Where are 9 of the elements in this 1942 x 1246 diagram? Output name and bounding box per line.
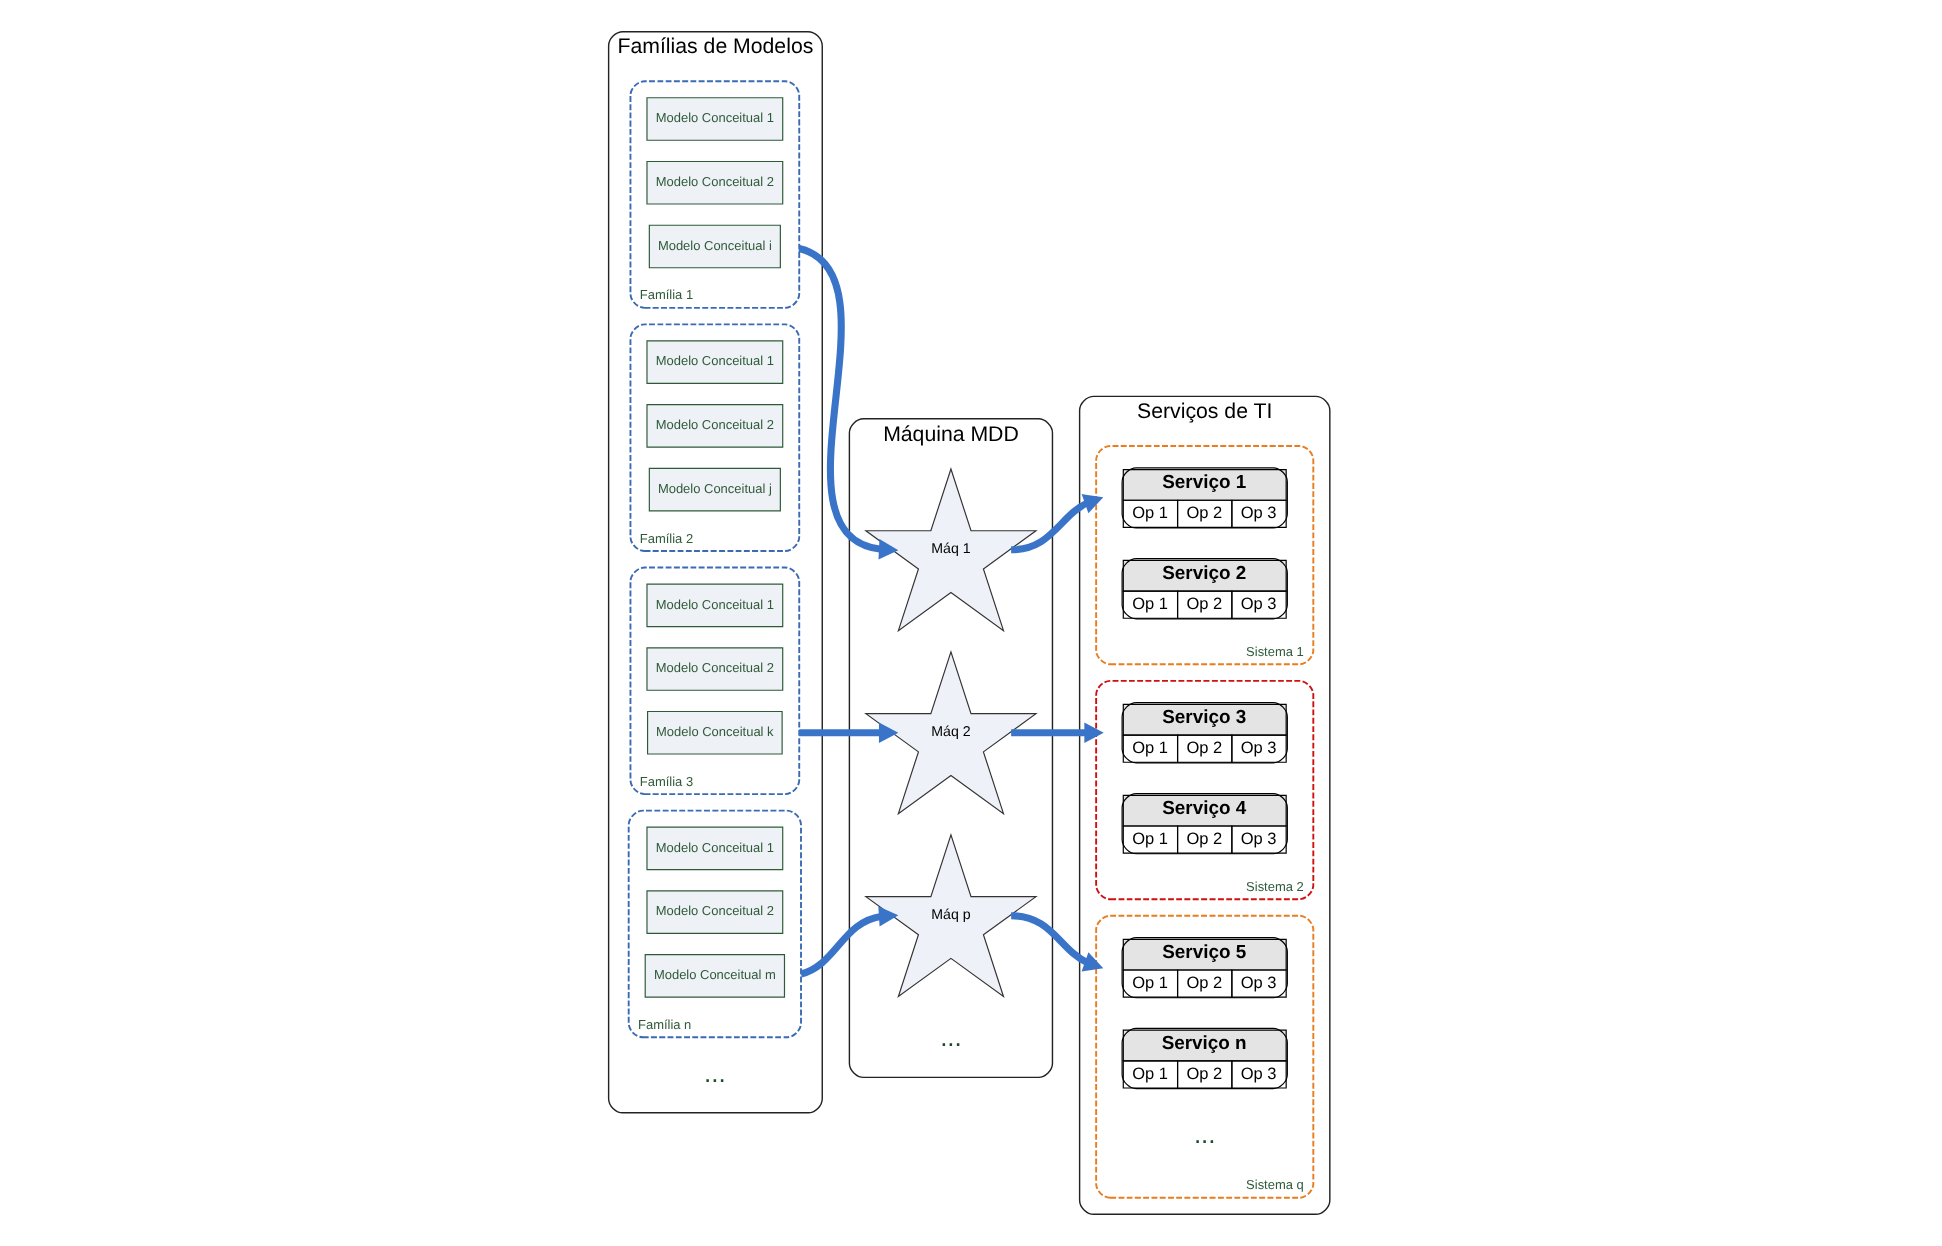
- arrow: [1010, 912, 1104, 972]
- label: ...: [940, 1022, 962, 1053]
- arrow: [1011, 722, 1104, 743]
- label: ...: [1193, 1119, 1216, 1150]
- label: ...: [704, 1057, 726, 1088]
- arrow: [799, 722, 899, 743]
- arrow: [1010, 494, 1104, 554]
- arrow: [797, 245, 899, 560]
- arrow: [799, 906, 899, 978]
